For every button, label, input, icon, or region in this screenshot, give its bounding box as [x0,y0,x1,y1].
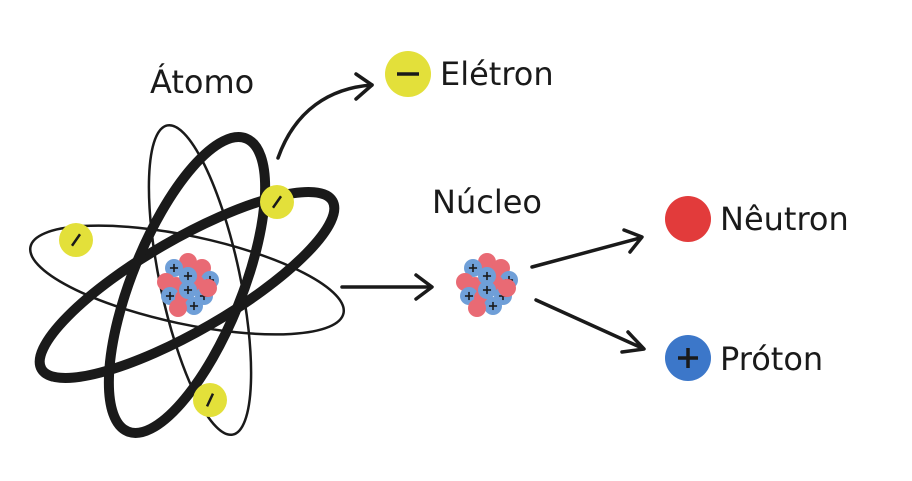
orbit-thick-diagonal [34,187,340,383]
proton-particle [179,281,197,299]
orbit-electrons [59,185,294,417]
proton-legend-icon [665,335,711,381]
atom-label: Átomo [150,63,255,101]
orbits [28,123,346,438]
arrows [276,72,646,354]
nucleus-detail [456,253,518,317]
proton-particle [484,297,502,315]
orbit-electron [193,383,227,417]
arrow-to-electron [276,72,374,160]
neutron-particle [179,253,197,271]
proton-particle [464,259,482,277]
arrow-to-proton [534,298,646,354]
orbit-electron [260,185,294,219]
orbit-thick-vertical [103,132,271,438]
proton-label: Próton [720,340,824,378]
neutron-particle [199,279,217,297]
arrow-to-nucleus [340,273,434,301]
proton-particle [478,267,496,285]
atom-nucleus [157,253,219,317]
proton-particle [179,267,197,285]
neutron-label: Nêutron [720,200,849,238]
arrow-to-neutron [530,228,644,269]
orbit-thin-horizontal [28,224,346,336]
proton-particle [165,259,183,277]
nucleus-label: Núcleo [432,183,542,221]
proton-particle [478,281,496,299]
orbit-electron [59,223,93,257]
electron-legend-icon [385,51,431,97]
electron-label: Elétron [440,55,554,93]
neutron-particle [478,253,496,271]
neutron-legend-icon [665,196,711,242]
proton-particle [185,297,203,315]
neutron-particle [498,279,516,297]
neutron-particle [169,299,187,317]
neutron-particle [468,299,486,317]
